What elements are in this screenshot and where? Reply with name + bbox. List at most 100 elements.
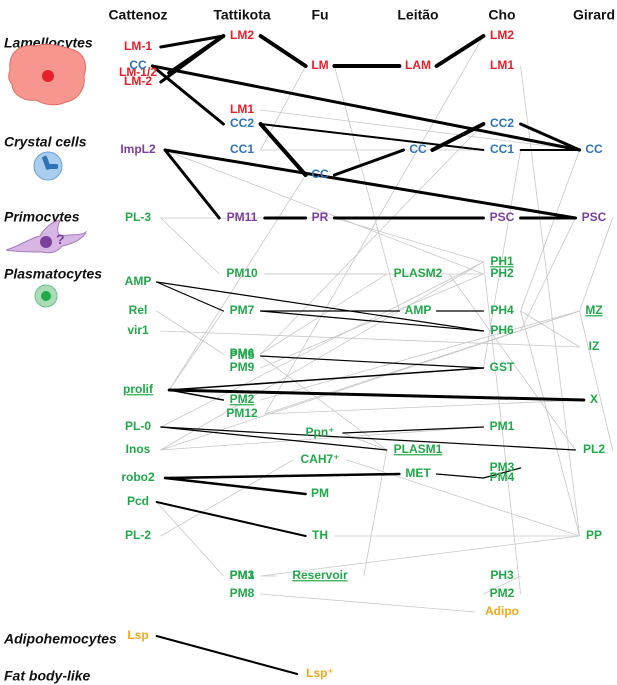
plasmatocyte-icon [34,284,58,308]
cluster-label: PM10 [226,266,258,280]
cluster-label: Rel [129,303,148,317]
cluster-label: PR [312,210,329,224]
correspondence-line [156,281,224,312]
correspondence-line [168,367,485,391]
correspondence-line [156,281,484,332]
cluster-label: MET [405,466,431,480]
cluster-label: CAH7⁺ [300,452,339,466]
cluster-label: PM2 [230,392,255,406]
correspondence-line [168,174,307,391]
thin-links [156,281,577,479]
correspondence-line [482,149,521,369]
cluster-label: PP [586,528,602,542]
cluster-label: PLASM1 [394,442,443,456]
cluster-label: LM-1/2 [119,65,157,79]
primocyte-question-mark: ? [56,231,65,247]
correspondence-line [259,123,485,151]
correspondence-line [346,459,580,537]
correspondence-line [260,593,476,613]
cluster-label: LM-2 [124,74,152,88]
cluster-label: IZ [589,339,600,353]
correspondence-line [260,535,580,577]
cluster-label: PH4 [490,303,514,317]
correspondence-line [260,310,580,401]
correspondence-line [519,122,582,152]
correspondence-line [260,123,484,355]
cluster-label: PM [311,486,329,500]
correspondence-line [264,399,585,415]
cluster-label: PM2 [490,586,515,600]
correspondence-line [167,388,586,402]
cluster-label: PL-2 [125,528,151,542]
correspondence-line [163,148,221,220]
cluster-label: robo2 [121,470,155,484]
cluster-label: CC [311,167,329,181]
primocyte-icon: ? [5,219,88,254]
cluster-label: CC [129,58,147,72]
cluster-label: PM4 [490,470,515,484]
cluster-label: PSC [490,210,515,224]
correspondence-line [342,426,484,434]
cluster-label: PM3 [490,460,515,474]
correspondence-line [482,261,521,595]
lamellocyte-icon [8,43,87,106]
correspondence-line [160,459,294,537]
correspondence-line [333,217,484,263]
category-label: Fat body-like [4,668,91,684]
correspondence-line [520,310,580,537]
correspondence-line [155,501,307,537]
cluster-label: PM6 [230,346,255,360]
cluster-label: Inos [126,442,151,456]
correspondence-line [159,34,225,84]
correspondence-line [160,426,484,451]
correspondence-line [520,149,580,312]
correspondence-line [160,426,577,451]
cluster-label: PM3 [230,568,255,582]
cell-icons: ? [5,43,88,308]
correspondence-line [264,35,484,415]
bold-links [150,34,586,675]
correspondence-line [160,261,484,451]
correspondence-line [160,261,484,428]
category-label: Primocytes [4,209,80,225]
correspondence-line [260,355,484,369]
correspondence-line [155,635,299,675]
correspondence-line [150,64,225,126]
correspondence-line [520,65,580,537]
correspondence-line [163,476,307,496]
cluster-label: CC2 [490,116,514,130]
cluster-label: LM2 [230,28,254,42]
cluster-label: ImpL2 [120,142,156,156]
cluster-label: Pcd [127,494,149,508]
cluster-label: Lsp⁺ [306,666,334,680]
correspondence-line [260,355,388,451]
cluster-label: Lsp [127,628,148,642]
correspondence-line [520,217,576,332]
cluster-label: MZ [585,303,602,317]
correspondence-line [260,310,484,332]
cluster-label: PH2 [490,266,514,280]
cluster-label: PM11 [227,210,258,224]
column-header: Cattenoz [108,7,167,23]
correspondence-line [520,310,580,348]
correspondence-line [160,426,388,451]
correspondence-line [342,432,388,451]
category-label: Plasmatocytes [4,266,102,282]
column-header: Girard [573,7,615,23]
correspondence-line [150,64,582,152]
cluster-label: PM9 [230,360,255,374]
cluster-label: CC [585,142,603,156]
cluster-label: PH6 [490,323,514,337]
correspondence-line [333,65,400,312]
correspondence-line [164,149,484,275]
cluster-label: GST [490,360,515,374]
correspondence-line [434,34,486,68]
cluster-label: Reservoir [292,568,348,582]
correspondence-line [260,273,388,355]
cluster-label: CC [409,142,427,156]
cluster-label: AMP [125,274,152,288]
correspondence-line [163,148,577,220]
cluster-label: PM1 [230,568,255,582]
